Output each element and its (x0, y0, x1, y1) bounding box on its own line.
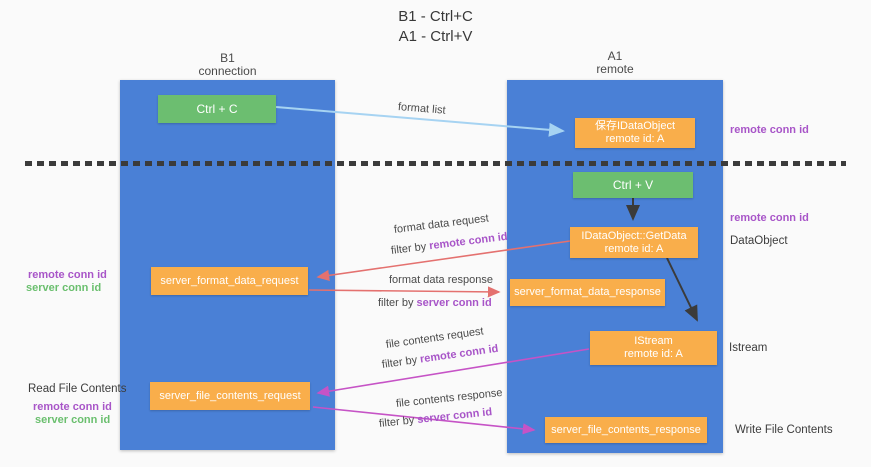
remote-conn-id-key: remote conn id (419, 342, 500, 366)
save-idataobject-line2: remote id: A (605, 133, 665, 145)
server-file-contents-request-label: server_file_contents_request (159, 389, 301, 402)
filter-by-text: filter by (390, 240, 430, 257)
dashed-divider (25, 161, 846, 166)
format-data-response-filter: filter by server conn id (378, 297, 492, 309)
server-conn-id-key: server conn id (416, 297, 492, 309)
ctrl-c-label: Ctrl + C (196, 102, 238, 116)
write-file-contents-label: Write File Contents (735, 424, 833, 436)
left-server-conn-id-bottom: server conn id (35, 414, 111, 426)
server-conn-id-key: server conn id (416, 406, 493, 426)
getdata-line2: remote id: A (604, 242, 664, 255)
getdata-box: IDataObject::GetData remote id: A (570, 227, 698, 258)
ctrl-v-label: Ctrl + V (612, 178, 654, 192)
server-file-contents-response-box: server_file_contents_response (545, 417, 707, 443)
format-data-response-label: format data response (389, 274, 493, 286)
left-column-name: B1 (220, 51, 235, 65)
filter-by-text: filter by (381, 353, 421, 371)
read-file-contents-label: Read File Contents (28, 383, 127, 395)
diagram-title: B1 - Ctrl+C A1 - Ctrl+V (0, 7, 871, 47)
ctrl-c-box: Ctrl + C (158, 95, 276, 123)
right-remote-conn-id-top: remote conn id (730, 124, 809, 136)
arrow-format-data-response (308, 286, 501, 298)
remote-conn-id-key: remote conn id (428, 230, 509, 253)
format-list-label: format list (397, 101, 447, 117)
file-contents-response-filter: filter by server conn id (378, 406, 492, 430)
left-column-header: B1 connection (120, 52, 335, 78)
right-column-header: A1 remote (507, 50, 723, 76)
save-idataobject-box: 保存IDataObject remote id: A (575, 118, 695, 148)
save-idataobject-line1: 保存IDataObject (594, 120, 676, 132)
server-file-contents-response-label: server_file_contents_response (551, 423, 701, 436)
left-column-subtitle: connection (198, 64, 257, 78)
istream-line1: IStream (634, 335, 673, 347)
filter-by-text: filter by (378, 414, 418, 430)
right-column-name: A1 (607, 49, 623, 63)
left-remote-conn-id-top: remote conn id (28, 269, 107, 281)
server-format-data-response-label: server_format_data_response (514, 286, 661, 298)
server-format-data-request-label: server_format_data_request (160, 274, 299, 287)
title-line-2: A1 - Ctrl+V (398, 28, 473, 45)
server-format-data-response-box: server_format_data_response (510, 279, 665, 306)
istream-line2: remote id: A (624, 348, 683, 360)
server-format-data-request-box: server_format_data_request (151, 267, 308, 295)
right-column-subtitle: remote (596, 62, 634, 76)
right-remote-conn-id-mid: remote conn id (730, 212, 809, 224)
server-file-contents-request-box: server_file_contents_request (150, 382, 310, 410)
left-remote-conn-id-bottom: remote conn id (33, 401, 112, 413)
filter-by-text: filter by (378, 297, 417, 309)
istream-side-label: Istream (729, 342, 768, 354)
format-data-request-label: format data request (393, 212, 490, 236)
ctrl-v-box: Ctrl + V (573, 172, 693, 198)
title-line-1: B1 - Ctrl+C (398, 8, 473, 25)
format-data-request-filter: filter by remote conn id (390, 231, 508, 257)
istream-box: IStream remote id: A (590, 331, 717, 365)
getdata-line1: IDataObject::GetData (581, 229, 687, 242)
dataobject-label: DataObject (730, 235, 788, 247)
left-server-conn-id-top: server conn id (26, 282, 102, 294)
